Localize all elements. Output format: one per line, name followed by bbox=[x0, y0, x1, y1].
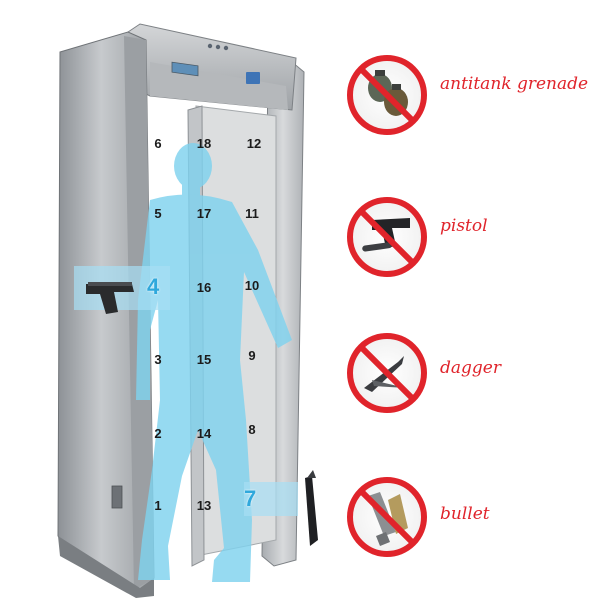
gate-foot bbox=[58, 536, 154, 598]
pistol-icon bbox=[362, 218, 410, 252]
zone-label: 2 bbox=[154, 426, 162, 441]
zone-label: 9 bbox=[248, 348, 256, 363]
prohibited-bullet-sign bbox=[347, 477, 427, 557]
zone-label: 15 bbox=[196, 352, 212, 367]
person-silhouette bbox=[136, 143, 292, 582]
zone-label: 18 bbox=[196, 136, 212, 151]
zone-label: 11 bbox=[245, 206, 259, 221]
zone-label: 1 bbox=[154, 498, 162, 513]
zone-label: 17 bbox=[196, 206, 212, 221]
prohibited-dagger-sign bbox=[347, 333, 427, 413]
dagger-label: dagger bbox=[440, 358, 501, 378]
zone-label: 3 bbox=[154, 352, 162, 367]
pistol-label: pistol bbox=[440, 216, 488, 236]
zone-label-highlighted: 7 bbox=[244, 486, 257, 511]
sensor-box bbox=[111, 485, 123, 509]
zone-label: 8 bbox=[248, 422, 256, 437]
zone-label: 10 bbox=[244, 278, 260, 293]
prohibited-pistol-sign bbox=[347, 197, 427, 277]
pistol-in-gate-icon bbox=[86, 282, 134, 314]
bullet-label: bullet bbox=[440, 504, 490, 524]
zone-label: 13 bbox=[196, 498, 212, 513]
prohibited-grenade-sign bbox=[347, 55, 427, 135]
zone-label: 12 bbox=[246, 136, 262, 151]
control-display bbox=[171, 61, 199, 77]
control-buttons bbox=[207, 43, 229, 51]
dagger-scan-band bbox=[244, 482, 298, 516]
zone-label-highlighted: 4 bbox=[147, 274, 160, 299]
zone-label: 6 bbox=[154, 136, 162, 151]
grenade-label: antitank grenade bbox=[440, 74, 589, 94]
dagger-in-gate-icon bbox=[305, 470, 318, 546]
zone-label: 14 bbox=[196, 426, 212, 441]
brand-logo bbox=[246, 72, 260, 84]
zone-label: 16 bbox=[196, 280, 212, 295]
zone-label: 5 bbox=[154, 206, 162, 221]
